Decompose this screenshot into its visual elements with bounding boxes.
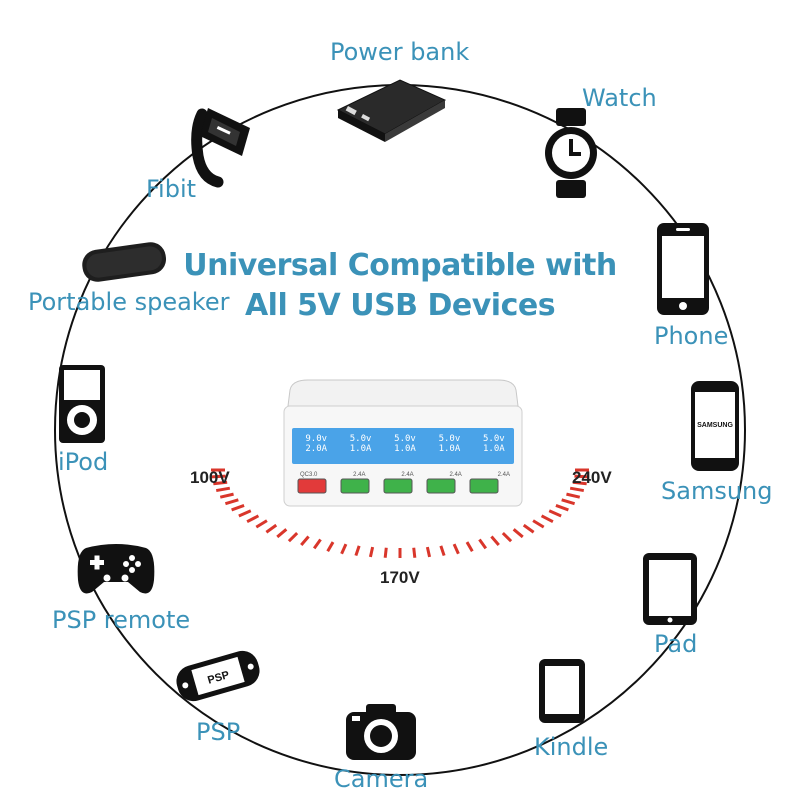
voltage-tick [548,509,562,518]
samsung-screen-logo: SAMSUNG [697,422,733,429]
headline-line-1: Universal Compatible with [183,248,617,283]
voltage-tick [522,523,535,534]
usb-port [426,478,456,494]
label-watch: Watch [582,84,657,112]
voltage-tick [354,545,361,557]
charger-port-labels: QC3.0 2.4A 2.4A 2.4A 2.4A [300,472,510,478]
voltage-label-170v: 170V [380,568,420,587]
voltage-tick [425,546,432,558]
port-label: QC3.0 [300,472,318,478]
voltage-tick [512,528,524,539]
port-label: 2.4A [449,472,462,478]
label-phone: Phone [654,322,729,350]
speaker-icon [82,242,167,282]
voltage-tick [540,514,554,524]
voltage-tick [368,546,375,558]
voltage-tick [574,474,589,479]
label-portable-speaker: Portable speaker [28,288,230,316]
port-label: 2.4A [353,472,366,478]
ipod-icon [59,365,105,443]
voltage-tick [501,532,513,543]
power-bank-icon [336,79,447,142]
fitness-band-icon [191,108,250,188]
voltage-tick [452,543,460,555]
voltage-tick [566,492,581,499]
voltage-tick [572,480,587,486]
gamepad-icon [77,544,155,594]
voltage-tick [555,504,569,512]
label-fibit: Fibit [146,175,197,203]
kindle-icon [539,659,585,723]
voltage-tick [326,541,335,553]
label-psp-remote: PSP remote [52,606,191,634]
voltage-tick [439,545,446,557]
voltage-tick [265,523,278,534]
headline-line-2: All 5V USB Devices [244,288,556,323]
voltage-tick [569,486,585,493]
label-power-bank: Power bank [330,38,470,66]
voltage-tick [219,492,234,499]
label-pad: Pad [654,630,698,658]
psp-icon: PSP [176,650,260,702]
voltage-label-240v: 240V [572,468,612,487]
voltage-tick [287,532,299,543]
label-kindle: Kindle [534,733,609,761]
voltage-tick [532,519,545,529]
label-camera: Camera [334,765,429,793]
svg-text:PSP: PSP [206,669,230,687]
label-ipod: iPod [58,448,109,476]
voltage-tick [312,538,322,550]
voltage-tick [213,480,228,486]
voltage-tick [211,474,226,479]
label-psp: PSP [196,718,241,746]
watch-icon [545,108,597,198]
voltage-tick [238,509,252,518]
voltage-tick [255,519,268,529]
usb-port [297,478,327,494]
voltage-tick [465,541,474,553]
voltage-tick [478,538,488,550]
voltage-tick [215,486,231,493]
voltage-tick [561,498,576,506]
voltage-tick [224,498,239,506]
tablet-icon [643,553,697,625]
voltage-tick [490,535,500,547]
usb-charger [283,379,523,507]
voltage-tick [231,504,245,512]
samsung-phone-icon [691,381,739,471]
camera-icon [346,704,416,760]
usb-port [469,478,499,494]
voltage-tick [300,535,310,547]
usb-port [383,478,413,494]
voltage-tick [383,547,388,558]
voltage-tick [246,514,260,524]
phone-icon [657,223,709,315]
voltage-tick [412,547,417,558]
voltage-tick [276,528,288,539]
voltage-label-100v: 100V [190,468,230,487]
port-label: 2.4A [497,472,510,478]
label-samsung: Samsung [661,477,773,505]
port-label: 2.4A [401,472,414,478]
usb-port [340,478,370,494]
voltage-tick [340,543,348,555]
